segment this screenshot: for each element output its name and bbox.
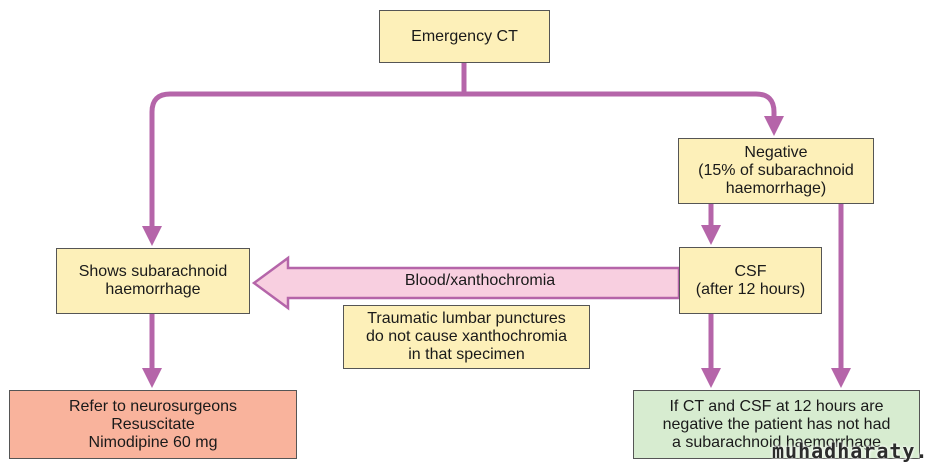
blood-xanthochromia-arrow [251,255,681,311]
node-traumatic-note-line-1: Traumatic lumbar punctures [367,310,566,327]
node-emergency-ct-line-1: Emergency CT [411,27,518,45]
node-csf-line-1: CSF [734,262,767,280]
node-emergency-ct: Emergency CT [379,10,550,63]
node-refer-line-1: Refer to neurosurgeons [68,397,238,415]
node-negative-line-2: (15% of subarachnoid [698,162,854,179]
connector-ct-to-shows [142,91,464,246]
node-traumatic-note: Traumatic lumbar punctures do not cause … [343,305,590,369]
blood-xanthochromia-label: Blood/xanthochromia [404,272,556,289]
node-conclusion-line-2: negative the patient has not had [662,415,891,433]
connector-ct-to-negative [464,91,784,136]
node-traumatic-note-line-3: in that specimen [408,346,525,363]
node-csf: CSF (after 12 hours) [679,247,822,314]
node-refer-line-2: Resuscitate [111,415,195,433]
node-conclusion: If CT and CSF at 12 hours are negative t… [633,390,920,459]
node-shows-sah: Shows subarachnoid haemorrhage [56,248,250,314]
node-shows-sah-line-1: Shows subarachnoid [78,263,228,280]
node-negative-line-1: Negative [744,144,808,161]
node-conclusion-line-1: If CT and CSF at 12 hours are [669,397,884,415]
node-shows-sah-line-2: haemorrhage [105,281,201,298]
node-conclusion-line-3: a subarachnoid haemorrhage [671,433,882,451]
node-refer: Refer to neurosurgeons Resuscitate Nimod… [9,390,297,459]
node-refer-line-3: Nimodipine 60 mg [88,433,218,451]
node-traumatic-note-line-2: do not cause xanthochromia [365,328,567,345]
node-csf-line-2: (after 12 hours) [695,280,806,298]
node-negative-line-3: haemorrhage) [725,180,827,197]
site-watermark: muhadharaty.com [772,439,927,463]
node-negative: Negative (15% of subarachnoid haemorrhag… [678,138,874,204]
